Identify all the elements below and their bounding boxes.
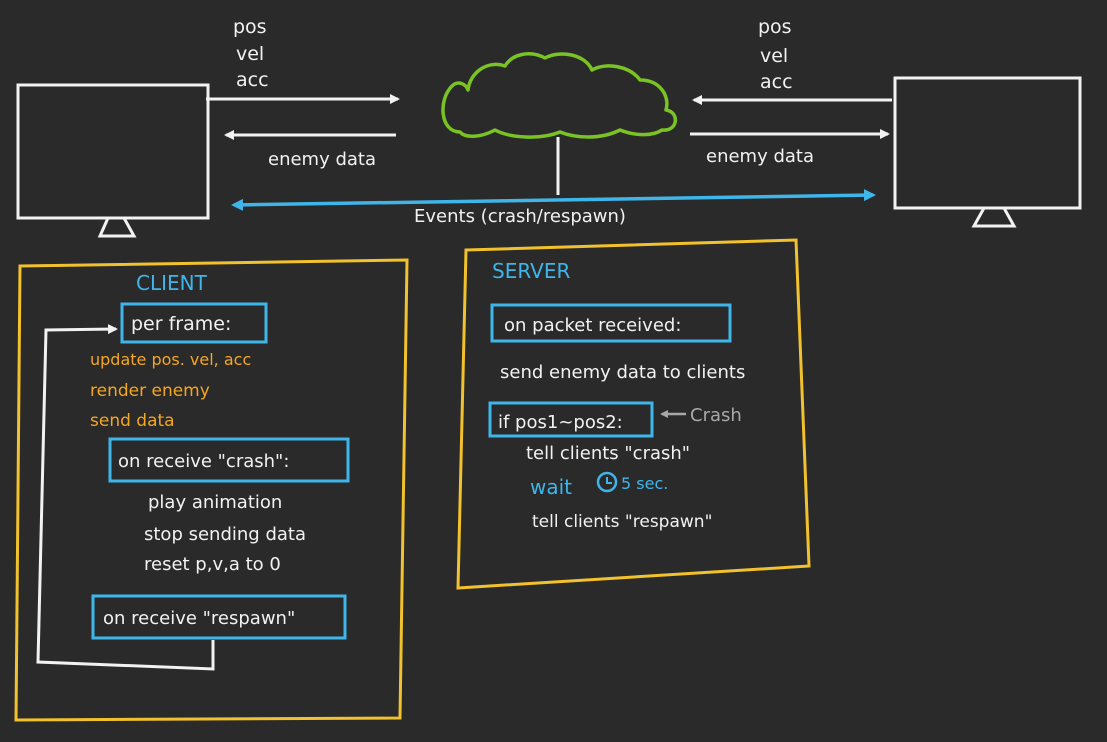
cloud-icon — [441, 52, 677, 139]
crash-step-animation: play animation — [148, 492, 282, 513]
left-monitor-screen — [16, 83, 210, 220]
wait-time: 5 sec. — [621, 474, 668, 493]
per-frame-label: per frame: — [131, 313, 231, 335]
crash-step-reset: reset p,v,a to 0 — [144, 554, 281, 575]
on-crash-label: on receive "crash": — [118, 451, 289, 472]
left-enemy-data-label: enemy data — [268, 149, 376, 170]
frame-loop-arrow — [36, 324, 215, 671]
tell-respawn-line: tell clients "respawn" — [532, 512, 712, 532]
left-upstream-labels: pos vel acc — [233, 16, 269, 91]
frame-step-send: send data — [90, 411, 175, 431]
crash-step-stop: stop sending data — [144, 524, 306, 545]
left-pos-label: pos — [233, 16, 267, 38]
right-monitor-stand — [971, 207, 1017, 228]
if-condition-label: if pos1~pos2: — [498, 412, 623, 433]
left-vel-label: vel — [236, 43, 264, 65]
clock-icon — [596, 471, 618, 493]
on-respawn-box — [91, 594, 347, 640]
right-pos-label: pos — [758, 16, 792, 38]
server-title: SERVER — [492, 259, 570, 283]
left-monitor-stand — [97, 217, 137, 238]
right-monitor-screen — [893, 76, 1082, 210]
on-crash-box — [108, 437, 350, 483]
frame-step-update: update pos. vel, acc — [90, 350, 251, 369]
server-panel-border — [456, 238, 811, 590]
send-enemy-data-line: send enemy data to clients — [500, 362, 745, 383]
right-acc-label: acc — [760, 71, 793, 93]
right-upstream-labels: pos vel acc — [758, 16, 793, 93]
monitor-icon — [893, 76, 1082, 228]
right-enemy-data-label: enemy data — [706, 146, 814, 167]
on-packet-label: on packet received: — [504, 315, 681, 336]
frame-step-render: render enemy — [90, 381, 210, 401]
events-arrow — [231, 189, 876, 211]
on-respawn-label: on receive "respawn" — [103, 608, 295, 629]
wait-word: wait — [530, 475, 572, 499]
tell-crash-line: tell clients "crash" — [526, 443, 690, 464]
crash-note: Crash — [690, 405, 742, 426]
left-acc-label: acc — [236, 69, 269, 91]
monitor-icon — [16, 83, 210, 238]
if-condition-box — [488, 401, 654, 438]
events-label: Events (crash/respawn) — [414, 206, 626, 227]
on-packet-box — [490, 303, 732, 343]
client-panel-border — [14, 258, 409, 722]
client-panel: CLIENT per frame: update pos. vel, acc r… — [14, 258, 409, 722]
server-panel: SERVER on packet received: send enemy da… — [456, 238, 811, 590]
client-title: CLIENT — [136, 271, 208, 295]
per-frame-box — [120, 302, 268, 344]
right-vel-label: vel — [760, 45, 788, 67]
